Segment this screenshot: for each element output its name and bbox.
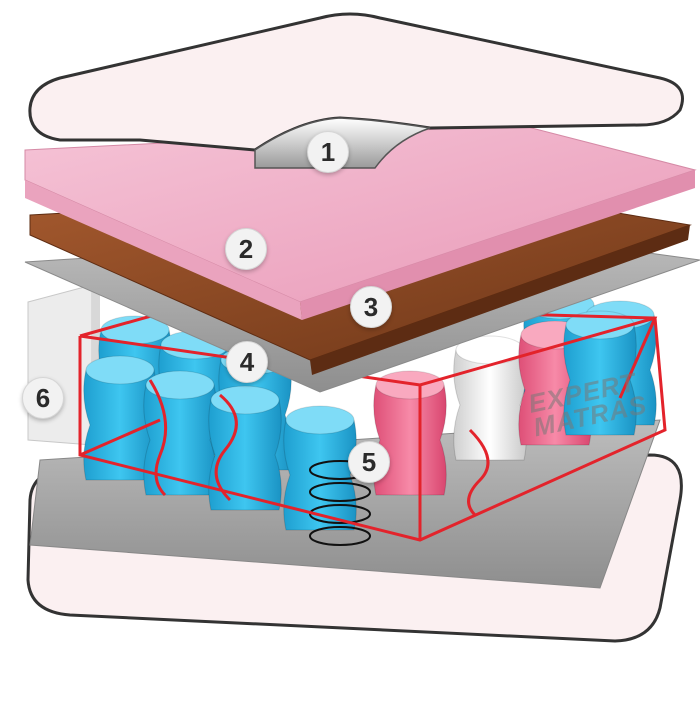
layer-1-badge: 1 — [307, 131, 349, 173]
layer-3-badge: 3 — [350, 286, 392, 328]
pocket-spring-top — [210, 385, 280, 415]
pocket-spring-top — [145, 370, 215, 400]
side-foam-panel — [27, 284, 93, 446]
pocket-spring-unit — [83, 290, 657, 546]
pocket-spring — [563, 324, 637, 436]
layer-4-badge: 4 — [226, 341, 268, 383]
layer-5-badge: 5 — [348, 441, 390, 483]
pocket-spring — [208, 399, 282, 511]
pocket-spring-top — [285, 405, 355, 435]
pocket-spring-top — [85, 355, 155, 385]
spring-coil — [309, 526, 371, 546]
pocket-spring — [373, 384, 447, 496]
layer-6-badge: 6 — [22, 377, 64, 419]
layer-2-badge: 2 — [225, 228, 267, 270]
spring-coil — [309, 482, 371, 502]
